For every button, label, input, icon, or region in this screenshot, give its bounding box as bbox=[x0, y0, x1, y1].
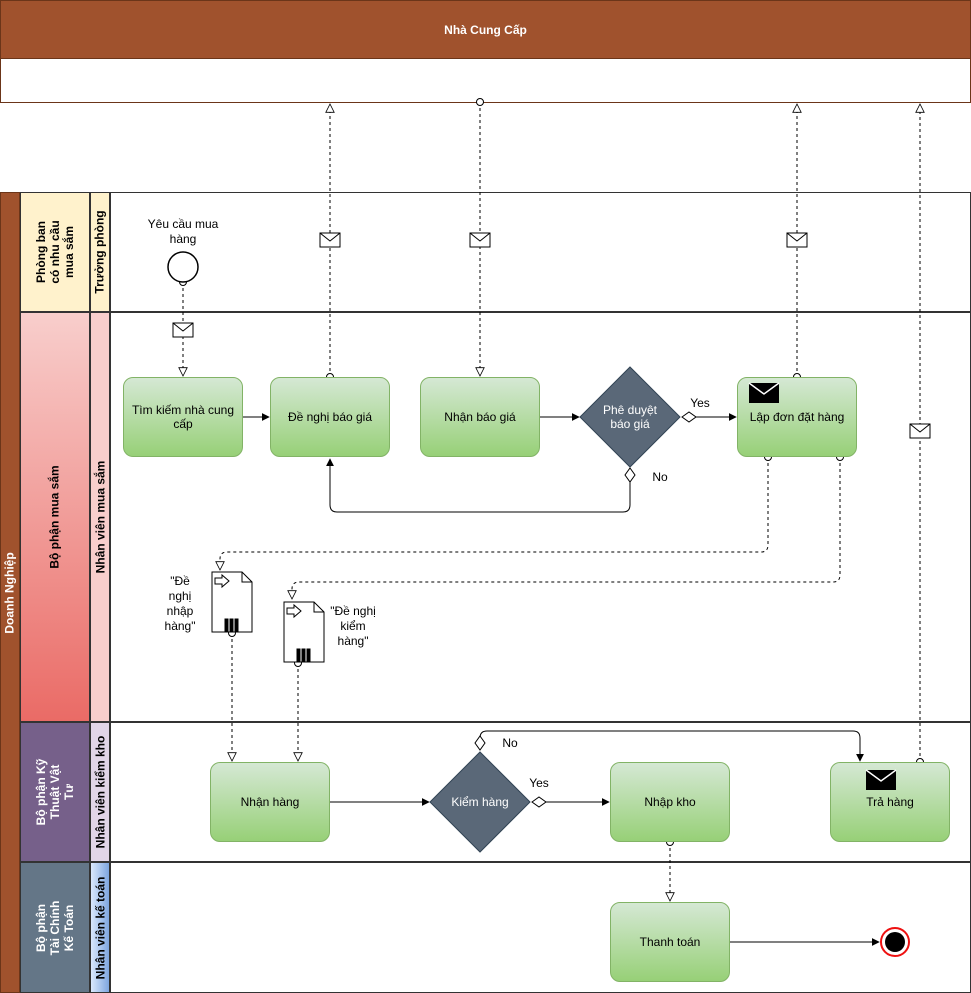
dept-technical[interactable]: Bộ phận Kỹ Thuật Vật Tư bbox=[20, 722, 90, 862]
flow-label-yes: Yes bbox=[690, 396, 710, 410]
dept-finance[interactable]: Bộ phận Tài Chính Kế Toán bbox=[20, 862, 90, 993]
flow-label-no: No bbox=[502, 736, 518, 750]
envelope-icon bbox=[172, 232, 931, 439]
lane-head bbox=[110, 192, 971, 312]
seq-inspect-no bbox=[479, 730, 864, 762]
supplier-pool-header[interactable]: Nhà Cung Cấp bbox=[0, 0, 971, 59]
gateway-approve-quote[interactable] bbox=[579, 366, 681, 468]
task-find-supplier[interactable]: Tìm kiếm nhà cung cấp bbox=[123, 377, 243, 457]
data-object-icon[interactable] bbox=[211, 571, 253, 633]
end-event-icon[interactable] bbox=[880, 927, 910, 957]
seq-approve-no bbox=[326, 458, 631, 513]
start-event-label: Yêu cầu mua hàng bbox=[147, 217, 219, 246]
supplier-pool-body bbox=[0, 59, 971, 103]
task-warehouse-in-label: Nhập kho bbox=[644, 795, 696, 809]
data-object-icon[interactable] bbox=[283, 601, 325, 663]
task-payment-label: Thanh toán bbox=[639, 935, 701, 949]
assoc-order-to-receipt-doc bbox=[220, 457, 769, 570]
task-warehouse-in[interactable]: Nhập kho bbox=[610, 762, 730, 842]
task-request-quote[interactable]: Đề nghị báo giá bbox=[270, 377, 390, 457]
lane-accountant bbox=[110, 862, 971, 993]
doc-receipt-request-label: "Đề nghị nhập hàng" bbox=[164, 574, 196, 633]
task-receive-quote[interactable]: Nhận báo giá bbox=[420, 377, 540, 457]
role-head[interactable]: Trưởng phòng bbox=[90, 192, 110, 312]
flow-label-no: No bbox=[652, 470, 668, 484]
task-receive-quote-label: Nhận báo giá bbox=[444, 410, 516, 424]
role-inspector[interactable]: Nhân viên kiểm kho bbox=[90, 722, 110, 862]
flow-label-yes: Yes bbox=[529, 776, 549, 790]
task-return-goods-label: Trả hàng bbox=[866, 795, 914, 809]
doc-inspection-request-label: "Đề nghị kiểm hàng" bbox=[330, 604, 376, 648]
task-request-quote-label: Đề nghị báo giá bbox=[287, 410, 373, 424]
task-payment[interactable]: Thanh toán bbox=[610, 902, 730, 982]
assoc-order-to-inspect-doc bbox=[292, 457, 841, 599]
gateway-inspect-label: Kiểm hàng bbox=[451, 795, 509, 809]
task-receive-goods-label: Nhận hàng bbox=[240, 795, 300, 809]
role-purchaser[interactable]: Nhân viên mua sắm bbox=[90, 312, 110, 722]
task-receive-goods[interactable]: Nhận hàng bbox=[210, 762, 330, 842]
supplier-pool-title: Nhà Cung Cấp bbox=[444, 22, 527, 37]
start-event[interactable] bbox=[167, 251, 199, 283]
dept-requesting[interactable]: Phòng ban có nhu cầu mua sắm bbox=[20, 192, 90, 312]
gateway-approve-quote-label: Phê duyệt báo giá bbox=[602, 403, 658, 431]
dept-purchasing[interactable]: Bộ phận mua sắm bbox=[20, 312, 90, 722]
send-envelope-icon bbox=[865, 769, 897, 790]
task-find-supplier-label: Tìm kiếm nhà cung cấp bbox=[131, 403, 235, 431]
gateway-inspect[interactable] bbox=[429, 751, 531, 853]
send-envelope-icon bbox=[748, 382, 780, 403]
task-create-order-label: Lập đơn đặt hàng bbox=[749, 410, 845, 424]
